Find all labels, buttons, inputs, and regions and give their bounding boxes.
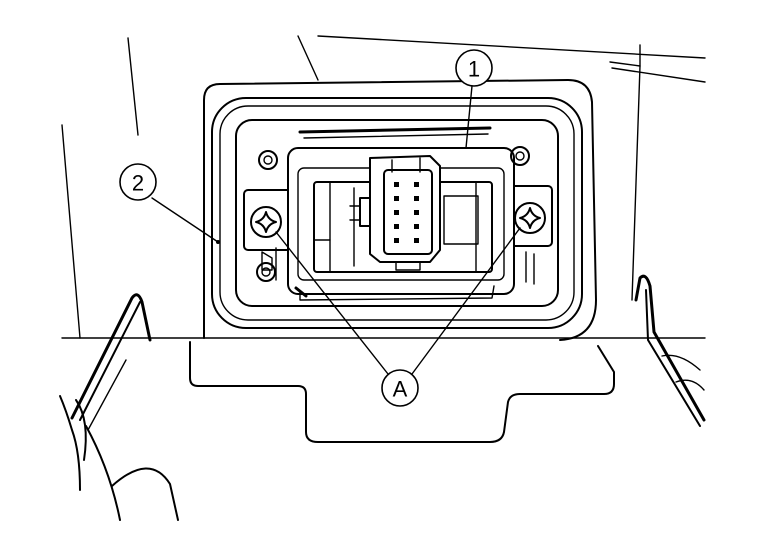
screw-left xyxy=(250,206,282,238)
panel-edge-line xyxy=(631,65,641,301)
panel-edge-line xyxy=(317,35,706,59)
right-trim-panel xyxy=(634,274,706,427)
leader-dot-2 xyxy=(216,240,220,244)
leader-lines xyxy=(151,85,521,375)
callout-1-label: 1 xyxy=(468,57,480,82)
callout-2-label: 2 xyxy=(132,171,144,196)
panel-edge-line xyxy=(297,35,319,81)
callout-a-label: A xyxy=(393,377,408,402)
pillar-edge-line xyxy=(61,124,81,339)
panel-edge-line xyxy=(609,44,641,67)
mounting-plate xyxy=(189,341,615,443)
locator-pins xyxy=(256,146,530,282)
panel-edge-line xyxy=(611,67,706,83)
pillar-edge-line xyxy=(127,37,139,136)
leader-line-1 xyxy=(465,85,473,149)
leader-line-a-right xyxy=(411,227,521,375)
callout-1: 1 xyxy=(455,49,493,87)
housing-frame xyxy=(203,79,597,341)
callout-2: 2 xyxy=(119,163,157,201)
connector-pins xyxy=(394,182,419,243)
leader-line-a-left xyxy=(275,231,389,375)
callout-a: A xyxy=(381,369,419,407)
leader-line-2 xyxy=(151,197,219,243)
left-trim-panel xyxy=(59,293,179,521)
screw-right xyxy=(514,202,546,234)
background-panels xyxy=(61,35,706,339)
connector xyxy=(349,155,441,271)
